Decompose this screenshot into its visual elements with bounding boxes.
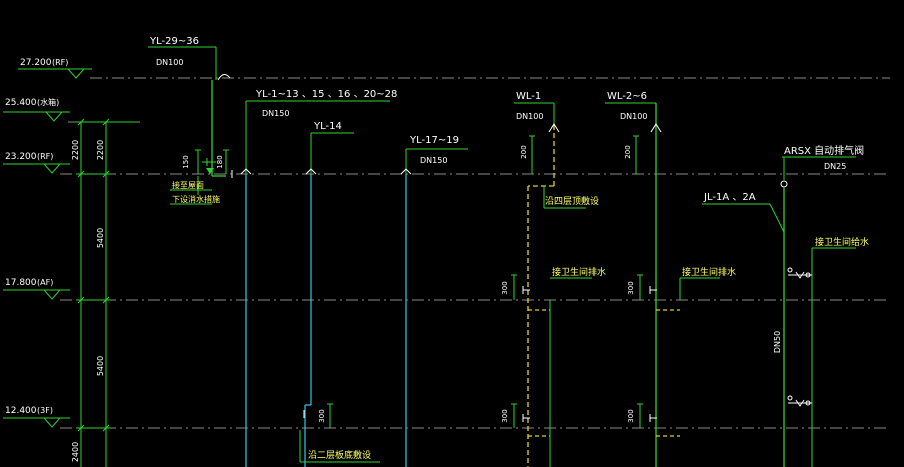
dim-text: 180 <box>216 155 224 168</box>
dim-text: 5400 <box>96 356 105 376</box>
note-fourth-floor: 沿四层顶敷设 <box>545 195 599 207</box>
level-triangle-icon <box>44 111 64 122</box>
level-triangle-icon <box>66 68 86 79</box>
elev-text: 12.400 <box>5 406 37 416</box>
level-marker-23200: 23.200 (RF) <box>3 152 70 174</box>
riser-jl1a: ARSX 自动排气阀 DN25 JL-1A 、2A 接卫生间给水 DN50 <box>702 144 869 467</box>
floor-text: (RF) <box>52 58 68 67</box>
note-toilet-drain: 接卫生间排水 <box>552 266 606 278</box>
vent-cap-icon <box>305 168 317 175</box>
dim-text: 300 <box>501 409 509 422</box>
level-marker-12400: 12.400 (3F) <box>3 406 70 428</box>
vent-arrow-icon <box>650 123 662 133</box>
level-triangle-icon <box>42 163 62 174</box>
level-triangle-icon <box>42 417 62 428</box>
vent-cap-icon <box>217 74 231 81</box>
dimension-lines <box>76 118 138 467</box>
dim-text: 300 <box>627 281 635 294</box>
pipe-size: DN100 <box>620 112 647 121</box>
level-marker-25400: 25.400 (水箱) <box>3 97 70 122</box>
elev-text: 27.200 <box>20 58 52 68</box>
valve-icon <box>787 267 812 279</box>
floor-text: (3F) <box>37 406 53 415</box>
level-marker-17800: 17.800 (AF) <box>3 278 70 300</box>
branch-markers <box>231 170 657 422</box>
dim-text: 300 <box>501 281 509 294</box>
floor-level-lines <box>60 77 890 429</box>
vent-cap-icon <box>400 168 412 175</box>
elev-text: 17.800 <box>5 278 37 288</box>
riser-yl17: YL-17~19 DN150 <box>400 135 468 467</box>
air-valve-icon <box>780 180 788 188</box>
pipe-size: DN150 <box>420 156 447 165</box>
riser-yl1: YL-1~13 、15 、16 、20~28 DN150 <box>240 89 397 467</box>
pipe-label: WL-1 <box>516 91 541 102</box>
pipe-label: YL-29~36 <box>149 36 199 47</box>
pipe-size: DN150 <box>262 109 289 118</box>
dim-text: 300 <box>318 409 326 422</box>
arsx-label: ARSX 自动排气阀 <box>784 144 864 157</box>
riser-yl29: YL-29~36 DN100 150 180 接至屋面 下设消水措施 <box>148 36 231 205</box>
pipe-size: DN50 <box>773 331 782 353</box>
pipe-label: YL-17~19 <box>409 135 459 146</box>
elev-text: 25.400 <box>5 98 37 108</box>
elev-text: 23.200 <box>5 152 37 162</box>
vent-cap-icon <box>240 168 252 175</box>
valve-icon <box>787 395 812 407</box>
dim-text: 300 <box>627 409 635 422</box>
vent-arrow-icon <box>548 123 560 133</box>
floor-text: (RF) <box>37 152 53 161</box>
riser-wl1: WL-1 DN100 200 沿四层顶敷设 300 300 接卫生间排水 <box>501 91 606 467</box>
pipe-label: JL-1A 、2A <box>703 192 756 203</box>
floor-text: (水箱) <box>37 97 59 107</box>
pipe-label: WL-2~6 <box>607 91 647 102</box>
dimension-texts: 2200 2200 5400 5400 2400 <box>71 140 105 462</box>
riser-wl2: WL-2~6 DN100 200 300 300 接卫生间排水 <box>605 91 736 467</box>
dim-text: 200 <box>520 145 528 158</box>
riser-yl14: YL-14 300 沿二层板底敷设 <box>299 121 380 467</box>
dim-text: 2200 <box>71 140 80 160</box>
dim-text: 2400 <box>71 442 80 462</box>
note-second-floor: 沿二层板底敷设 <box>308 449 371 461</box>
check-valve-icon <box>206 168 214 174</box>
level-marker-27200: 27.200 (RF) <box>18 58 92 79</box>
dim-text: 5400 <box>96 228 105 248</box>
pipe-label: YL-14 <box>313 121 342 132</box>
note-toilet-drain-2: 接卫生间排水 <box>682 266 736 278</box>
dim-text: 200 <box>624 145 632 158</box>
pipe-label: YL-1~13 、15 、16 、20~28 <box>255 89 397 100</box>
pipe-size: DN100 <box>516 112 543 121</box>
note-roof: 接至屋面 <box>172 180 204 190</box>
arsx-size: DN25 <box>824 162 846 171</box>
pipe-size: DN100 <box>156 58 183 67</box>
dim-text: 2200 <box>96 140 105 160</box>
dim-text: 150 <box>182 155 190 168</box>
level-triangle-icon <box>42 289 62 300</box>
note-toilet-supply: 接卫生间给水 <box>815 236 869 248</box>
floor-text: (AF) <box>37 278 53 287</box>
note-drain: 下设消水措施 <box>172 194 220 204</box>
